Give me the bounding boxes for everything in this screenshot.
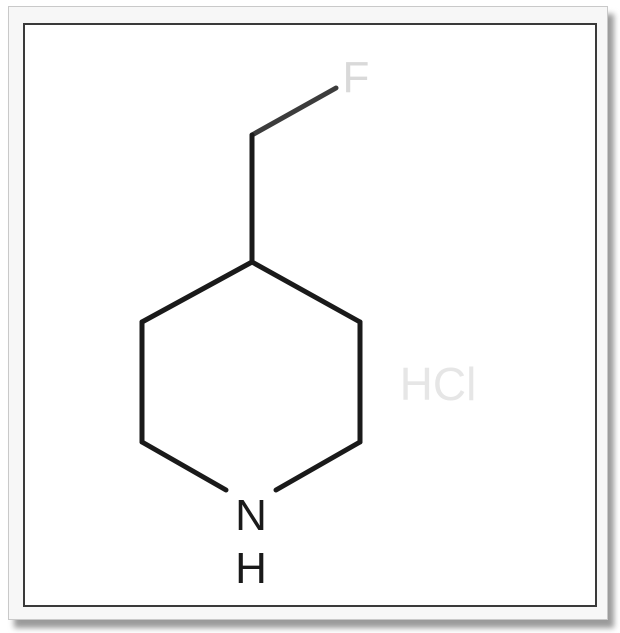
bond-ch2-f <box>249 85 339 138</box>
bond-c6-n <box>273 439 363 493</box>
structure-canvas <box>23 23 597 607</box>
fluorine-atom-label: F <box>343 53 370 102</box>
hydrochloride-salt-label: HCl <box>400 358 477 410</box>
bond-c4-c3 <box>139 259 255 325</box>
hydrogen-atom-label: H <box>235 544 267 593</box>
image-frame <box>8 6 608 620</box>
nitrogen-atom-label: N <box>235 491 267 540</box>
bonds <box>139 85 363 493</box>
bond-c4-c5 <box>249 259 363 325</box>
bond-c2-n <box>139 439 229 493</box>
